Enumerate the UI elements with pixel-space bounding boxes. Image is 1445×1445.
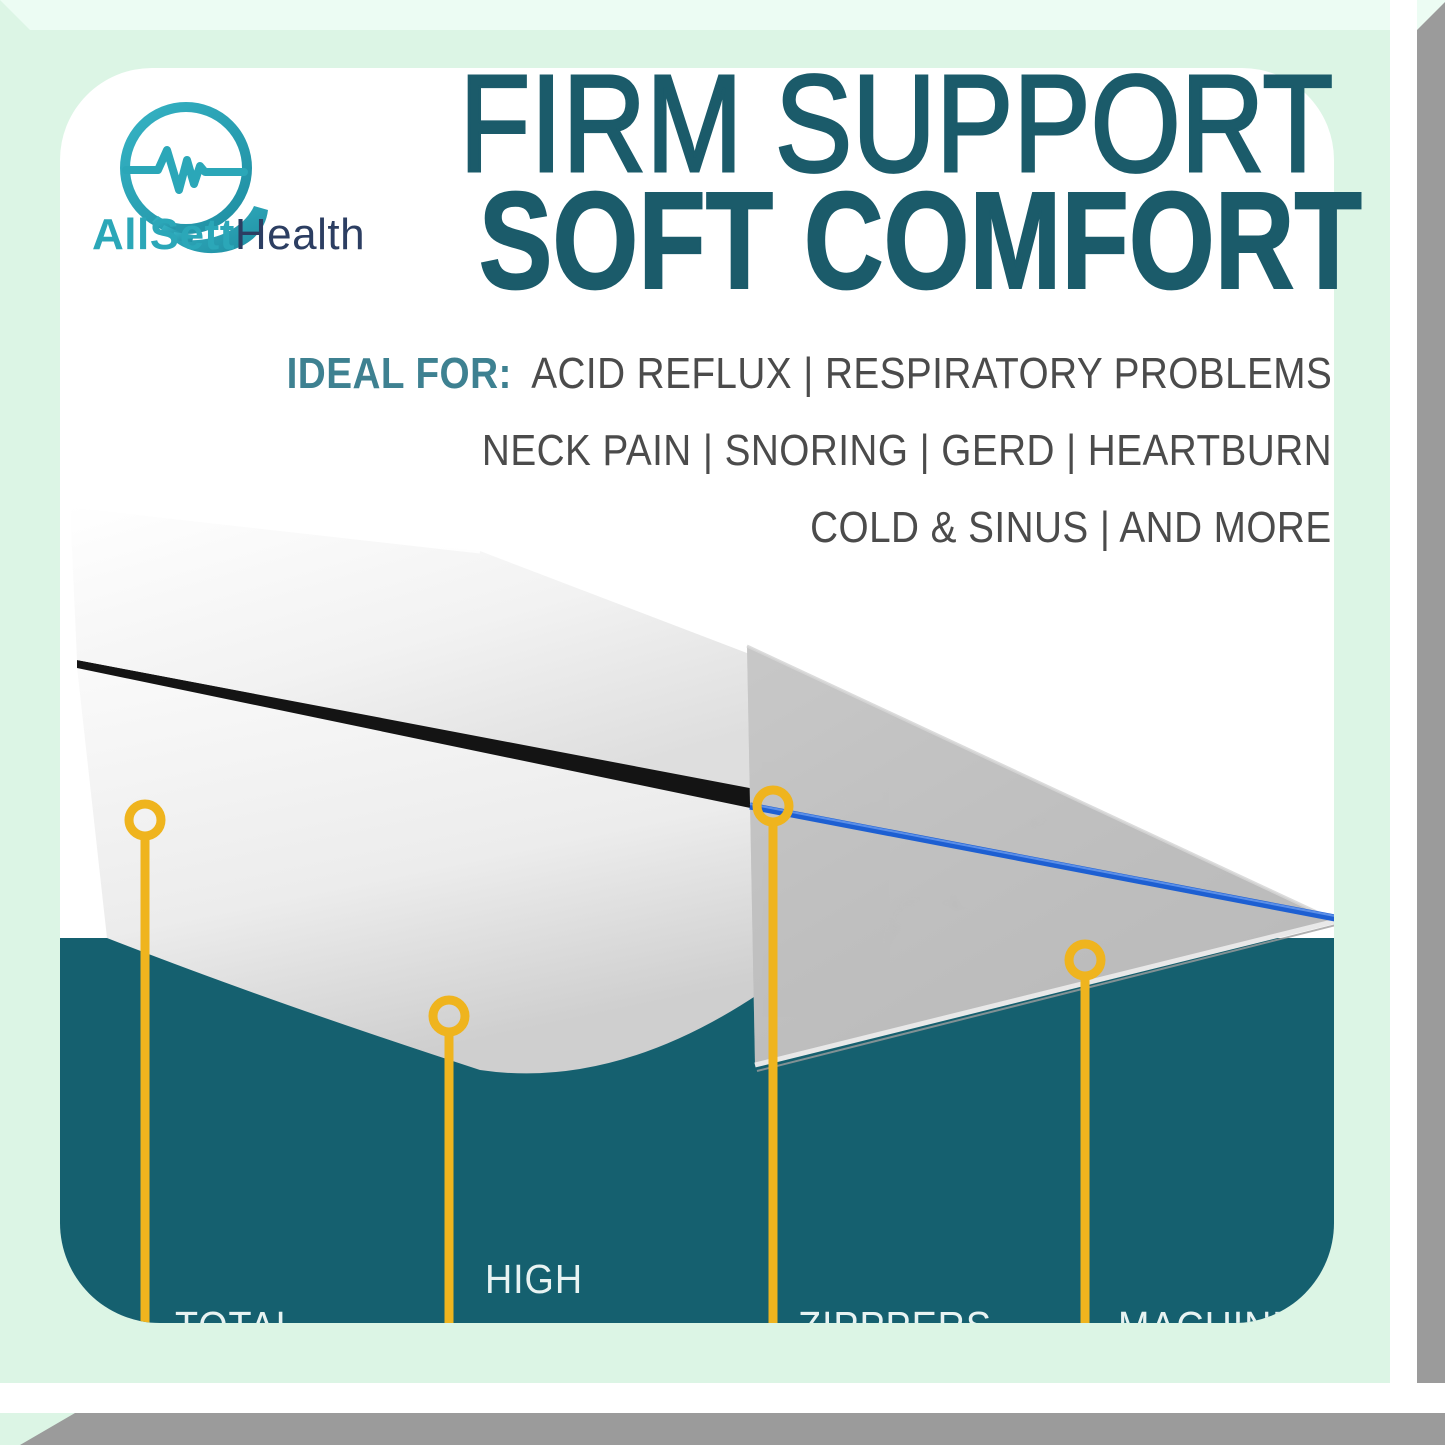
product-card: AllSettHealth TOTAL FULL 12" ELEVATION H…: [60, 68, 1334, 1323]
brand-name: AllSettHealth: [92, 210, 365, 260]
frame-right-white-band: [1390, 0, 1417, 1445]
ideal-for-conditions-3: COLD & SINUS | AND MORE: [810, 503, 1332, 552]
pillow-illustration: [60, 502, 1334, 1323]
callout-marker: [1064, 939, 1106, 1323]
zipper-highlight: [749, 803, 1334, 917]
headline-line2: SOFT COMFORT: [478, 164, 1363, 318]
pulse-circle-icon: [120, 102, 252, 234]
callout-line: HIGH: [485, 1256, 583, 1302]
callout-marker: [752, 785, 794, 1323]
frame-bottom-white-band: [0, 1383, 1445, 1413]
fabric-top-edge: [746, 644, 1334, 922]
zipper-line: [749, 802, 1334, 922]
brand-name-secondary: Health: [234, 210, 366, 259]
fabric-piping-shadow: [756, 924, 1334, 1072]
frame-top-light-band: [0, 0, 1445, 30]
callout-label-elevation: TOTAL FULL 12" ELEVATION: [175, 1208, 389, 1323]
callout-label-memory-foam: HIGH DENSITY MEMORY FOAM: [485, 1161, 660, 1323]
ideal-for-conditions-1: ACID REFLUX | RESPIRATORY PROBLEMS: [530, 349, 1332, 398]
frame-right-gray-band: [1417, 2, 1445, 1445]
callout-line: MACHINE: [1118, 1303, 1334, 1323]
callout-line: ZIPPPERS: [798, 1303, 992, 1323]
ideal-for-label: IDEAL FOR:: [286, 349, 512, 398]
ideal-for-conditions-2: NECK PAIN | SNORING | GERD | HEARTBURN: [481, 426, 1332, 475]
ideal-for-row-2: NECK PAIN | SNORING | GERD | HEARTBURN: [144, 429, 1332, 473]
pillow-gap-shadow: [77, 660, 760, 810]
callout-line: TOTAL: [175, 1303, 389, 1323]
frame-bottom-gray-band: [20, 1413, 1445, 1445]
callout-markers: [124, 785, 1106, 1323]
brand-name-primary: AllSett: [92, 210, 235, 259]
callout-marker: [428, 995, 470, 1323]
ideal-for-row-1: IDEAL FOR: ACID REFLUX | RESPIRATORY PROB…: [144, 352, 1332, 396]
ideal-for-row-3: COLD & SINUS | AND MORE: [144, 506, 1332, 550]
pillow-base: [77, 667, 760, 1074]
wedge-ridge-highlight: [69, 502, 481, 554]
hand-icon: [152, 206, 268, 254]
callout-marker: [124, 799, 166, 1323]
callout-label-zippers: ZIPPPERS FLISH TO PILLOW: [798, 1208, 992, 1323]
ideal-for-block: IDEAL FOR: ACID REFLUX | RESPIRATORY PROB…: [144, 352, 1332, 583]
brand-logo: [120, 102, 268, 254]
fabric-piping: [754, 918, 1334, 1068]
pillow-wedge: [70, 505, 760, 790]
callout-label-washable-cover: MACHINE WASHABLE COVER: [1118, 1208, 1334, 1323]
headline-line1: FIRM SUPPORT: [458, 47, 1334, 201]
